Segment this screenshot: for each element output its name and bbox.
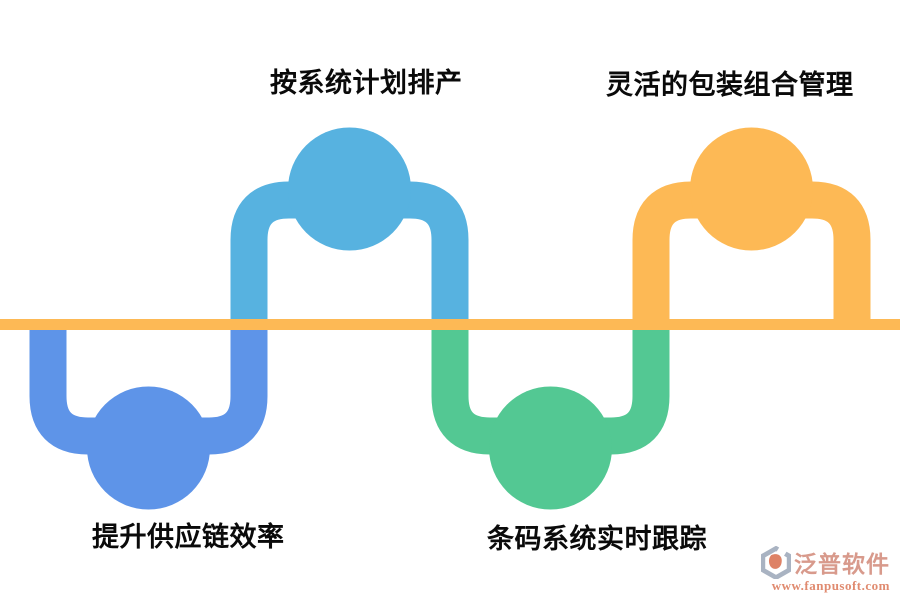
- node-packaging-management: [690, 127, 813, 251]
- watermark-url: www.fanpusoft.com: [771, 578, 890, 593]
- baseline: [0, 319, 900, 330]
- fanpu-watermark: 泛普软件 www.fanpusoft.com: [761, 545, 890, 594]
- watermark-brand: 泛普软件: [794, 551, 890, 577]
- label-plan-production: 按系统计划排产: [270, 68, 463, 98]
- label-barcode-tracking: 条码系统实时跟踪: [487, 524, 707, 554]
- logo-accent-leaf: [768, 553, 782, 569]
- node-supply-chain: [87, 386, 210, 510]
- node-plan-production: [288, 127, 411, 251]
- label-packaging-management: 灵活的包装组合管理: [606, 70, 854, 100]
- fanpu-logo-icon: [761, 545, 791, 579]
- logo-hexagon: [761, 545, 791, 579]
- label-supply-chain: 提升供应链效率: [92, 522, 285, 552]
- node-barcode-tracking: [489, 386, 612, 510]
